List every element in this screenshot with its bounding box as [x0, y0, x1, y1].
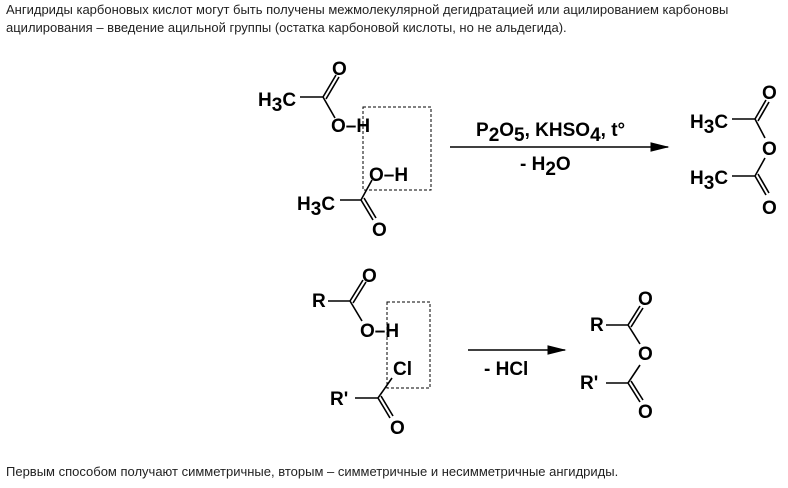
reaction1-conditions: P2O5, KHSO4, t° [476, 120, 625, 146]
intro-line-2: ацилирования – введение ацильной группы … [6, 20, 567, 35]
svg-text:O–H: O–H [369, 165, 408, 186]
svg-text:O–H: O–H [331, 116, 370, 137]
reaction1-byproduct: - H2O [520, 154, 571, 180]
svg-text:O: O [372, 220, 387, 241]
svg-text:O: O [638, 402, 653, 423]
carboxylic-acid: R O O–H [312, 266, 399, 342]
svg-text:O: O [762, 198, 777, 219]
svg-text:O: O [762, 139, 777, 160]
acetic-anhydride: H3C O O H3C O [690, 83, 777, 219]
svg-text:O: O [390, 418, 405, 439]
intro-line-1: Ангидриды карбоновых кислот могут быть п… [6, 2, 729, 17]
svg-text:O: O [638, 289, 653, 310]
svg-text:H3C: H3C [690, 112, 728, 138]
svg-text:H3C: H3C [690, 168, 728, 194]
mixed-anhydride: R O O R' O [580, 289, 653, 423]
reaction2-byproduct: - HCl [484, 359, 528, 380]
svg-text:Cl: Cl [393, 359, 412, 380]
acetic-acid-2: H3C O–H O [297, 165, 408, 241]
acyl-chloride: Cl R' O [330, 359, 412, 439]
svg-text:R: R [312, 291, 326, 312]
water-elimination-box [362, 106, 432, 191]
svg-text:H3C: H3C [297, 194, 335, 220]
svg-text:O–H: O–H [360, 321, 399, 342]
svg-text:O: O [362, 266, 377, 287]
svg-text:H3C: H3C [258, 90, 296, 116]
conclusion-text: Первым способом получают симметричные, в… [6, 464, 619, 479]
acetic-acid-1: H3C O O–H [258, 59, 370, 137]
svg-text:R': R' [580, 373, 598, 394]
svg-text:R': R' [330, 389, 348, 410]
svg-text:R: R [590, 315, 604, 336]
hcl-elimination-box [386, 301, 431, 389]
svg-text:O: O [638, 344, 653, 365]
svg-text:O: O [762, 83, 777, 104]
svg-text:O: O [332, 59, 347, 80]
